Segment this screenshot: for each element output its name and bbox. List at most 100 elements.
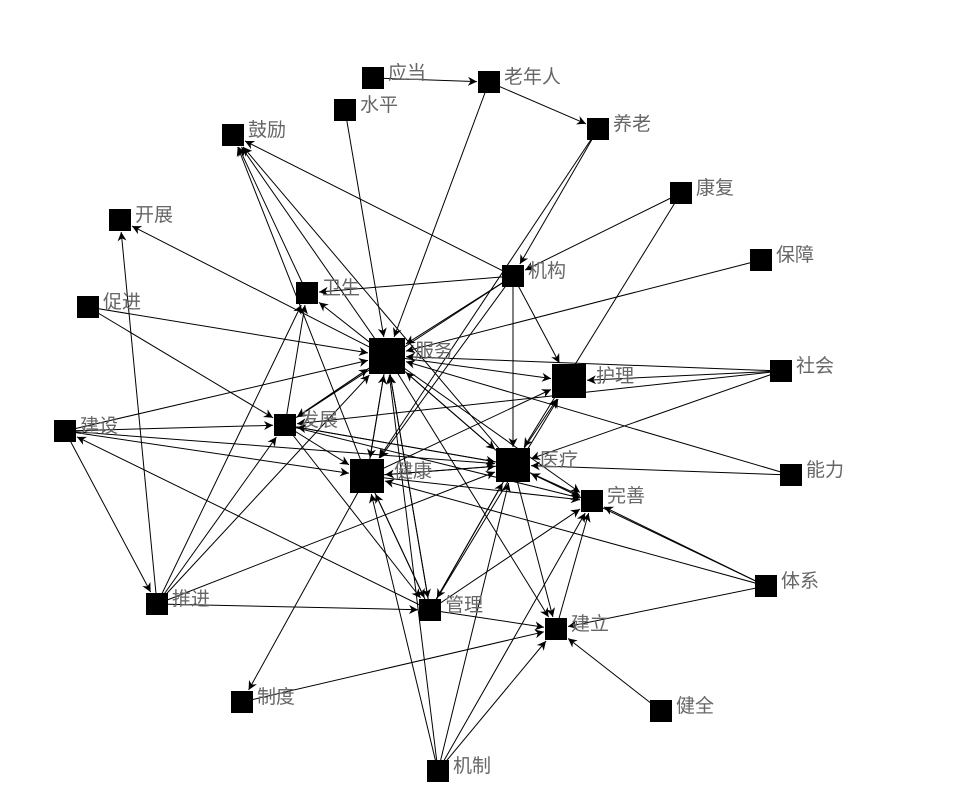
edge-tuijin-to-kaizhan — [117, 231, 158, 605]
node-fazhan: 发展 — [274, 409, 338, 436]
edge-fuwu-to-guli — [240, 146, 388, 357]
node-box-jizhi — [427, 760, 449, 782]
edge-jianshe-to-fazhan — [64, 421, 274, 432]
node-label-fazhan: 发展 — [300, 409, 338, 431]
node-label-kaizhan: 开展 — [135, 204, 173, 226]
node-box-shehui — [770, 360, 792, 382]
edge-jianshe-to-tuijin — [64, 430, 152, 593]
node-label-wanshan: 完善 — [607, 485, 645, 507]
node-box-jiankang — [350, 459, 384, 493]
edge-fazhan-to-guanli — [284, 424, 421, 599]
edge-tixi-to-jianli — [567, 585, 767, 630]
edge-guanli-to-fuwu — [387, 374, 431, 611]
edge-jianshe-to-jiankang — [64, 430, 350, 477]
node-box-fazhan — [274, 414, 296, 436]
node-jianquan: 健全 — [650, 695, 714, 722]
edge-tuijin-to-guanli — [156, 603, 419, 615]
edge-shehui-to-fuwu — [405, 352, 782, 372]
edge-yiliao-to-guli — [242, 146, 514, 466]
edge-kangfu-to-yiliao — [523, 192, 682, 448]
edge-guanli-to-wanshan — [429, 508, 581, 611]
node-jigou: 机构 — [502, 260, 566, 287]
node-box-wanshan — [581, 490, 603, 512]
edge-jianquan-to-jianli — [567, 638, 662, 712]
node-tixi: 体系 — [755, 570, 819, 597]
node-label-guanli: 管理 — [445, 594, 483, 616]
edge-jigou-to-guli — [244, 140, 514, 277]
node-box-kangfu — [670, 182, 692, 204]
node-label-jigou: 机构 — [528, 260, 566, 282]
edge-cujin-to-fuwu — [87, 306, 369, 356]
edge-nengli-to-yiliao — [530, 461, 792, 476]
node-label-jianquan: 健全 — [676, 695, 714, 717]
edge-tuijin-to-fuwu — [156, 374, 370, 605]
node-box-weisheng — [296, 282, 318, 304]
edge-jizhi-to-jianli — [437, 640, 547, 772]
node-jianli: 建立 — [545, 613, 609, 640]
edge-laonianren-to-yanglao — [488, 81, 587, 125]
node-label-shehui: 社会 — [796, 355, 834, 377]
node-box-yingdang — [362, 67, 384, 89]
node-label-kangfu: 康复 — [696, 177, 734, 199]
node-nengli: 能力 — [780, 459, 844, 486]
node-tuijin: 推进 — [146, 588, 210, 615]
node-label-yiliao: 医疗 — [540, 449, 578, 471]
edge-jigou-to-weisheng — [318, 275, 514, 296]
edge-guanli-to-huli — [429, 398, 559, 611]
node-box-jianli — [545, 618, 567, 640]
node-label-jiankang: 健康 — [394, 460, 432, 482]
edge-jizhi-to-wanshan — [437, 512, 586, 772]
edge-jianshe-to-yiliao — [64, 430, 496, 468]
node-zhidu: 制度 — [231, 686, 295, 713]
node-box-nengli — [780, 464, 802, 486]
edge-guanli-to-jianli — [429, 609, 545, 631]
node-box-zhidu — [231, 691, 253, 713]
edge-jianshe-to-fuwu — [64, 358, 369, 432]
edge-tixi-to-yiliao — [530, 473, 767, 587]
edge-yanglao-to-jiankang — [378, 128, 599, 459]
node-box-huli — [552, 364, 586, 398]
node-guli: 鼓励 — [222, 119, 286, 146]
node-jizhi: 机制 — [427, 755, 491, 782]
node-box-fuwu — [369, 338, 405, 374]
edge-fuwu-to-jianli — [386, 355, 550, 618]
edge-jigou-to-jiankang — [379, 275, 514, 459]
node-label-weisheng: 卫生 — [322, 277, 360, 299]
node-label-huli: 护理 — [596, 365, 634, 387]
edge-guanli-to-jianshe — [76, 436, 431, 611]
node-yiliao: 医疗 — [496, 448, 578, 482]
node-label-zhidu: 制度 — [257, 686, 295, 708]
node-label-tuijin: 推进 — [172, 588, 210, 610]
node-weisheng: 卫生 — [296, 277, 360, 304]
node-jiankang: 健康 — [350, 459, 432, 493]
edge-fazhan-to-wanshan — [284, 424, 581, 501]
edge-tuijin-to-yiliao — [156, 471, 496, 605]
edge-shehui-to-yiliao — [530, 370, 782, 460]
edge-jizhi-to-yiliao — [437, 482, 511, 772]
edge-fuwu-to-wanshan — [386, 355, 581, 493]
edge-jiankang-to-huli — [366, 389, 552, 477]
node-guanli: 管理 — [419, 594, 483, 621]
edge-baozhang-to-fuwu — [405, 259, 762, 354]
node-label-jianshe: 建设 — [80, 415, 118, 437]
node-shehui: 社会 — [770, 355, 834, 382]
node-label-yanglao: 养老 — [613, 113, 651, 135]
edge-yanglao-to-jigou — [519, 128, 599, 265]
edge-guanli-to-yiliao — [429, 482, 504, 611]
node-label-yingdang: 应当 — [388, 62, 426, 84]
node-label-tixi: 体系 — [781, 570, 819, 592]
edge-jigou-to-huli — [512, 275, 560, 364]
node-box-guli — [222, 124, 244, 146]
node-label-laonianren: 老年人 — [504, 66, 561, 88]
node-shuiping: 水平 — [334, 94, 398, 121]
node-cujin: 促进 — [77, 291, 141, 318]
edge-fazhan-to-weisheng — [284, 304, 308, 426]
edge-weisheng-to-guli — [238, 146, 308, 294]
node-laonianren: 老年人 — [478, 66, 561, 93]
node-box-tixi — [755, 575, 777, 597]
edge-nengli-to-fuwu — [405, 359, 792, 476]
edge-yiliao-to-fazhan — [296, 424, 514, 466]
node-label-shuiping: 水平 — [360, 94, 398, 116]
edge-jiankang-to-zhidu — [248, 475, 368, 691]
